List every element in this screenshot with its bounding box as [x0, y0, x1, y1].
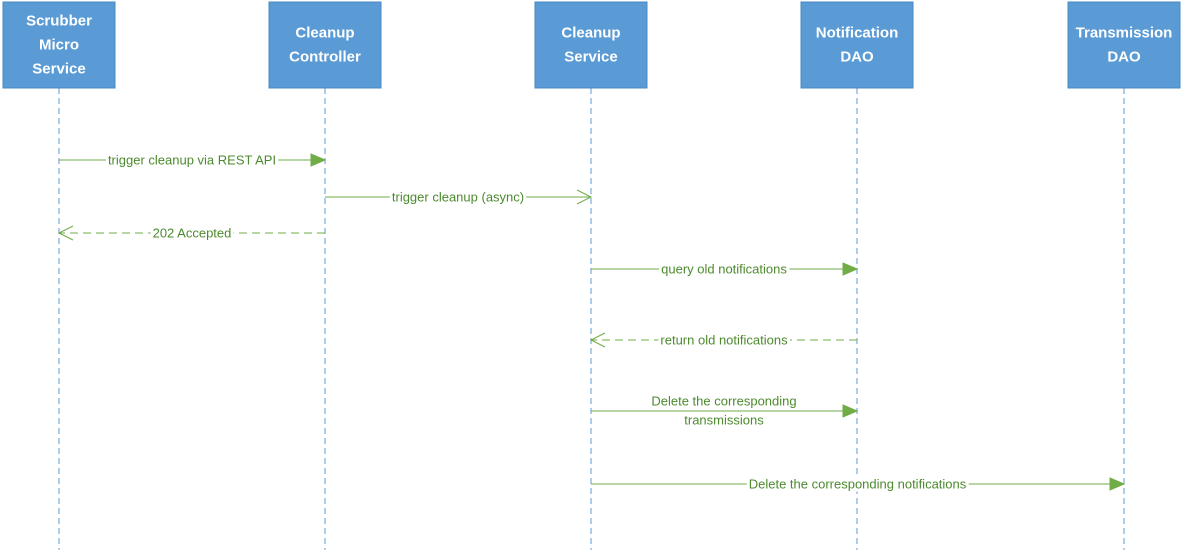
message-label: transmissions [684, 413, 764, 428]
message-label-bg [105, 152, 279, 168]
message-label-bg [746, 476, 969, 492]
message-label: return old notifications [660, 333, 788, 348]
message-label: Delete the corresponding [651, 394, 796, 409]
actor-label: DAO [1107, 49, 1141, 66]
arrowhead-filled [842, 262, 859, 276]
label-background [658, 332, 791, 348]
actor-label: Service [32, 61, 85, 78]
label-background [150, 225, 234, 241]
message-label: trigger cleanup (async) [392, 190, 524, 205]
actor-box [534, 1, 648, 89]
messages: trigger cleanup via REST API trigger clea… [57, 152, 1126, 492]
message-label: 202 Accepted [153, 226, 232, 241]
actor-box [268, 1, 382, 89]
arrowhead-filled [1109, 477, 1126, 491]
message-label-bg [150, 225, 234, 241]
arrowhead-filled [842, 404, 859, 418]
actors: ScrubberMicroServiceCleanupControllerCle… [2, 1, 1181, 89]
message-label: Delete the corresponding notifications [749, 477, 967, 492]
actor-label: Controller [289, 49, 361, 66]
message-7: Delete the corresponding notifications [591, 476, 1126, 492]
arrowhead-open [589, 332, 606, 348]
actor-label: Service [564, 49, 617, 66]
label-background [746, 476, 969, 492]
arrowhead-filled [310, 153, 327, 167]
message-4: query old notifications [591, 261, 859, 277]
message-1: trigger cleanup via REST API [59, 152, 327, 168]
arrowhead-open [57, 225, 74, 241]
actor-box [800, 1, 914, 89]
message-label-bg [649, 393, 799, 428]
arrowhead-open [576, 189, 593, 205]
actor-label: Transmission [1076, 25, 1173, 42]
message-5: return old notifications [589, 332, 857, 348]
message-label-bg [389, 189, 527, 205]
actor-box [1067, 1, 1181, 89]
label-background [389, 189, 527, 205]
label-background [649, 393, 799, 409]
message-label-bg [659, 261, 790, 277]
label-background [105, 152, 279, 168]
message-label-bg [658, 332, 791, 348]
lifelines [58, 88, 1125, 550]
message-2: trigger cleanup (async) [325, 189, 593, 205]
message-label: trigger cleanup via REST API [108, 153, 276, 168]
actor-label: Scrubber [26, 13, 92, 30]
actor-label: Cleanup [561, 25, 620, 42]
message-label: query old notifications [661, 262, 787, 277]
label-background [682, 412, 767, 428]
actor-label: Cleanup [295, 25, 354, 42]
message-3: 202 Accepted [57, 225, 325, 241]
actor-label: Notification [816, 25, 899, 42]
message-6: Delete the corresponding transmissions [591, 393, 859, 428]
actor-box [2, 1, 116, 89]
label-background [659, 261, 790, 277]
actor-label: DAO [840, 49, 874, 66]
actor-label: Micro [39, 37, 79, 54]
